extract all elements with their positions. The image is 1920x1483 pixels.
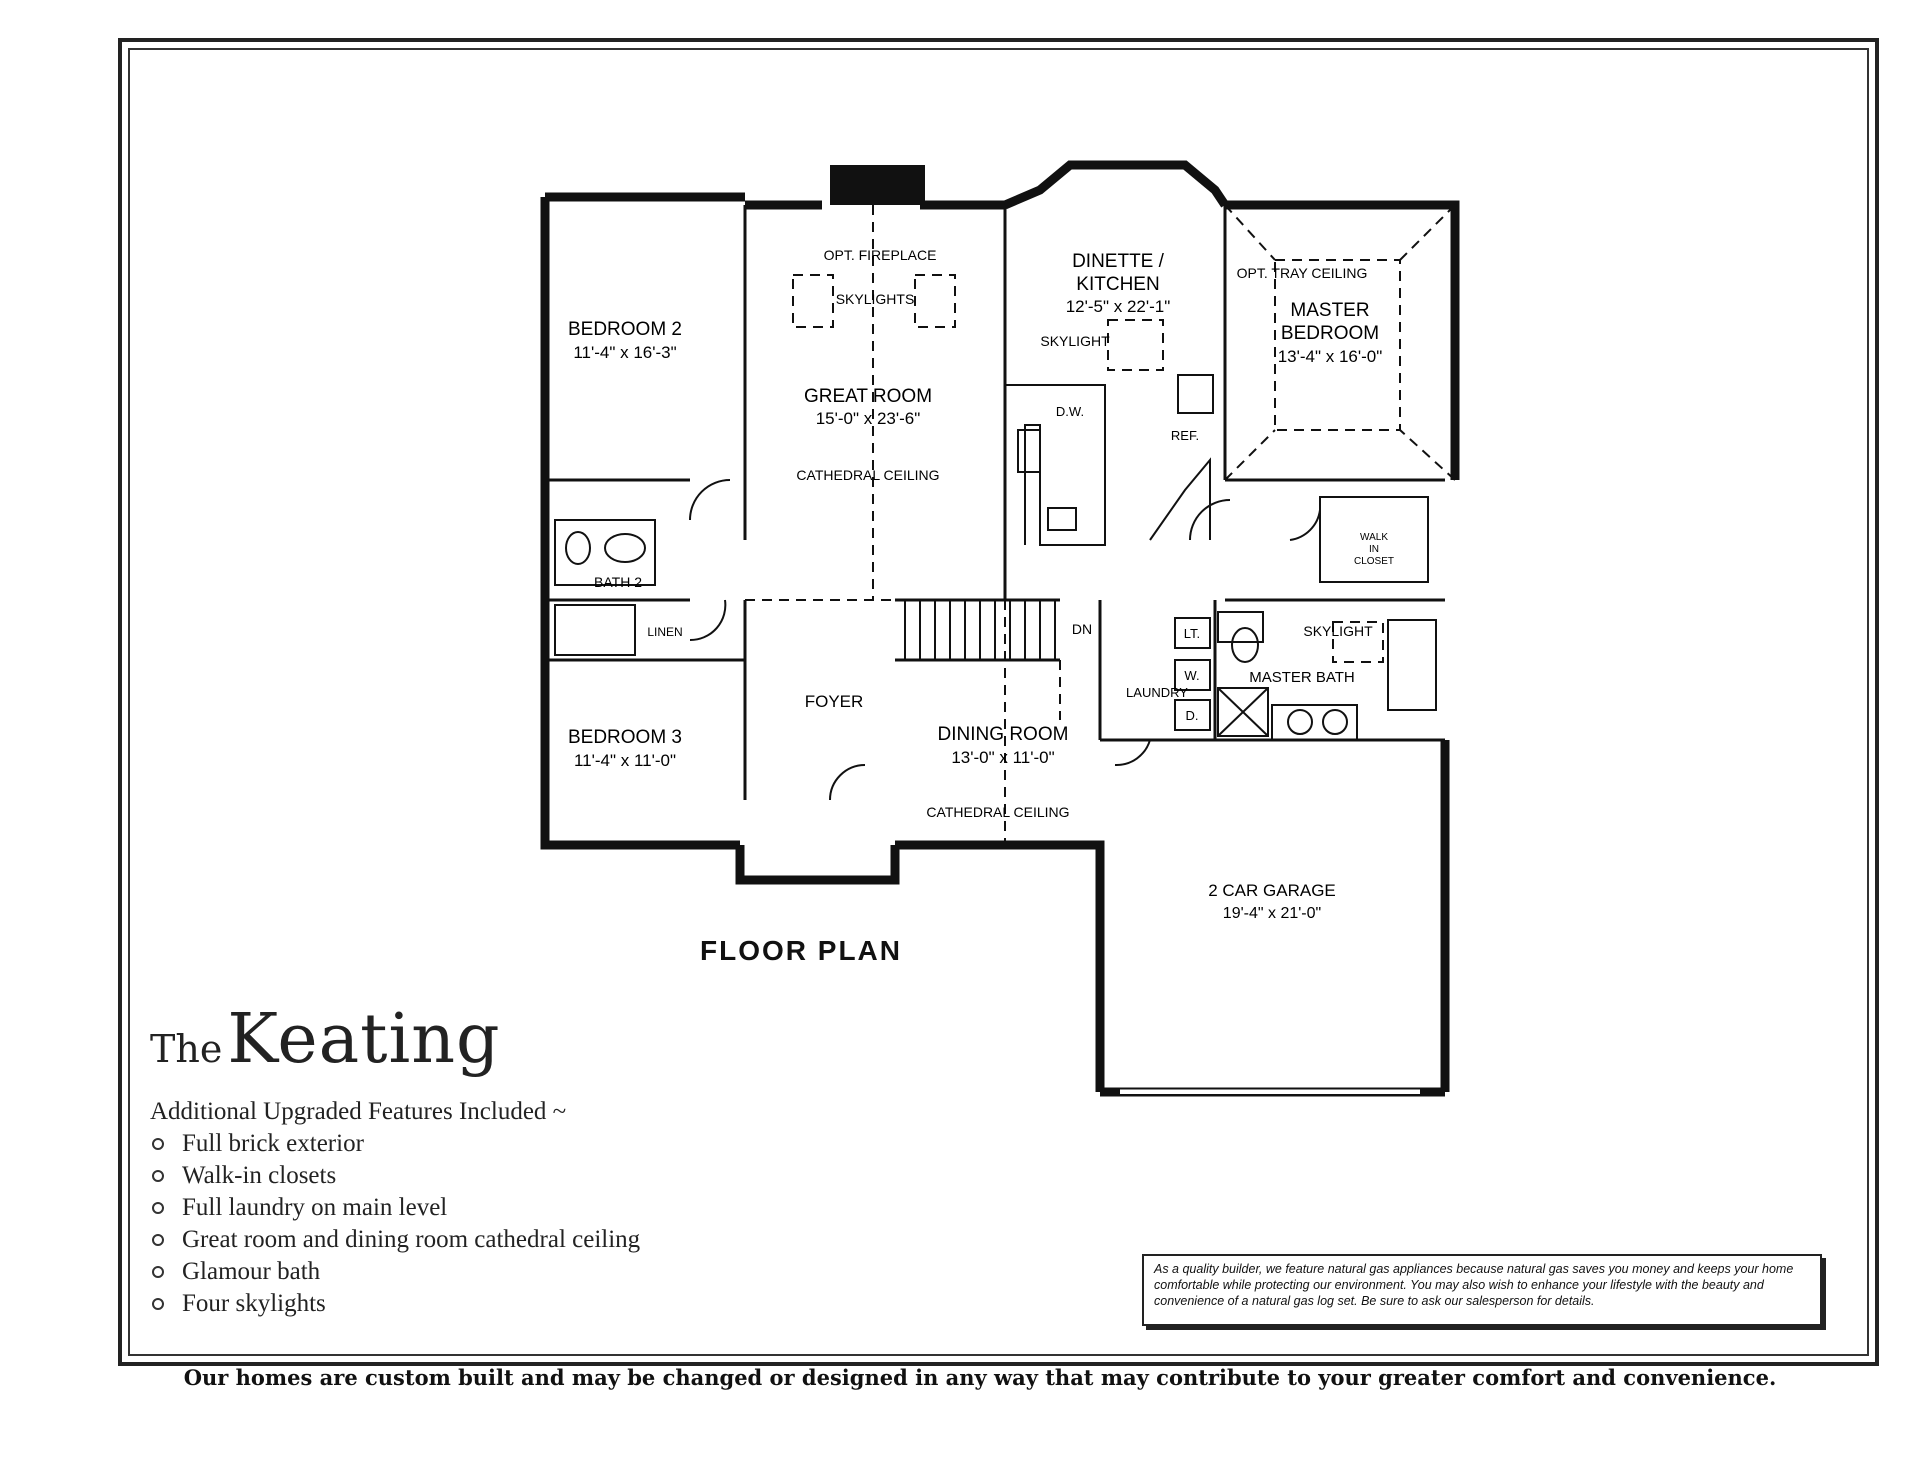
dining-room-ceiling: CATHEDRAL CEILING [926,804,1069,820]
outer-border [118,38,1879,1366]
master-bath-label: MASTER BATH [1249,669,1355,686]
feature-item: Walk-in closets [150,1160,640,1192]
inner-border [128,48,1869,1356]
laundry-label: LAUNDRY [1126,685,1188,700]
kitchen-label-1: DINETTE / [1072,251,1165,272]
kitchen-counters [1005,374,1214,546]
master-bedroom-dim: 13'-4" x 16'-0" [1278,347,1383,366]
ref-label: REF. [1171,428,1199,443]
feature-text: Full brick exterior [182,1130,364,1157]
garage-label: 2 CAR GARAGE [1208,881,1336,900]
feature-text: Walk-in closets [182,1162,337,1189]
skylights-label: SKYLIGHTS [836,291,915,307]
dn-label: DN [1072,621,1092,637]
bullet-icon [152,1201,164,1214]
master-bedroom-label-2: BEDROOM [1281,323,1379,344]
features-heading: Additional Upgraded Features Included ~ [150,1098,567,1125]
feature-text: Four skylights [182,1290,326,1317]
closet [1319,496,1429,583]
d-label: D. [1186,708,1199,723]
bullet-icon [152,1297,164,1310]
footer-disclaimer: Our homes are custom built and may be ch… [183,1365,1777,1390]
dw-label: D.W. [1056,404,1084,419]
foyer-label: FOYER [805,692,864,711]
dining-room-dim: 13'-0" x 11'-0" [951,748,1054,767]
features-items: Full brick exterior Walk-in closets Full… [150,1128,640,1320]
bullet-icon [152,1169,164,1182]
gas-appliance-notice: As a quality builder, we feature natural… [1142,1254,1822,1326]
model-name: The Keating [150,1000,501,1079]
great-room-ceiling: CATHEDRAL CEILING [796,467,939,483]
door-swings [689,479,1321,801]
dashed-lines [745,204,1456,845]
dining-room-label: DINING ROOM [938,724,1069,745]
bath-fixtures [554,519,1437,741]
bedroom2-label: BEDROOM 2 [568,319,682,340]
model-name-main: Keating [227,1000,501,1079]
closet-label-2: IN [1369,544,1379,555]
feature-text: Glamour bath [182,1258,321,1285]
stairs [904,599,1056,661]
feature-text: Great room and dining room cathedral cei… [182,1226,641,1253]
tray-ceiling-label: OPT. TRAY CEILING [1237,265,1368,281]
feature-item: Full laundry on main level [150,1192,640,1224]
bedroom2-dim: 11'-4" x 16'-3" [573,343,676,362]
lt-label: LT. [1184,626,1200,641]
bullet-icon [152,1265,164,1278]
kitchen-label-2: KITCHEN [1076,274,1159,295]
bath2-label: BATH 2 [594,574,642,590]
features-list: Additional Upgraded Features Included ~ … [150,1098,640,1320]
great-room-label: GREAT ROOM [804,386,932,407]
bedroom3-dim: 11'-4" x 11'-0" [574,751,676,770]
fireplace-label: OPT. FIREPLACE [824,247,937,263]
feature-item: Great room and dining room cathedral cei… [150,1224,640,1256]
great-room-dim: 15'-0" x 23'-6" [816,409,921,428]
feature-text: Full laundry on main level [182,1194,448,1221]
fireplace [830,165,925,205]
kitchen-skylight-label: SKYLIGHT [1040,333,1110,349]
w-label: W. [1184,668,1199,683]
kitchen-dim: 12'-5" x 22'-1" [1066,297,1171,316]
model-name-prefix: The [150,1027,223,1071]
feature-item: Glamour bath [150,1256,640,1288]
closet-label-3: CLOSET [1354,556,1394,567]
plan-labels: BEDROOM 2 11'-4" x 16'-3" BEDROOM 3 11'-… [568,247,1394,922]
feature-item: Full brick exterior [150,1128,640,1160]
linen-label: LINEN [647,625,682,639]
master-bedroom-label-1: MASTER [1290,300,1369,321]
floor-plan-title: FLOOR PLAN [700,935,902,966]
garage-dim: 19'-4" x 21'-0" [1223,905,1321,922]
bullet-icon [152,1137,164,1150]
closet-label-1: WALK [1360,532,1388,543]
bath-skylight-label: SKYLIGHT [1303,623,1373,639]
bullet-icon [152,1233,164,1246]
bedroom3-label: BEDROOM 3 [568,727,682,748]
feature-item: Four skylights [150,1288,640,1320]
